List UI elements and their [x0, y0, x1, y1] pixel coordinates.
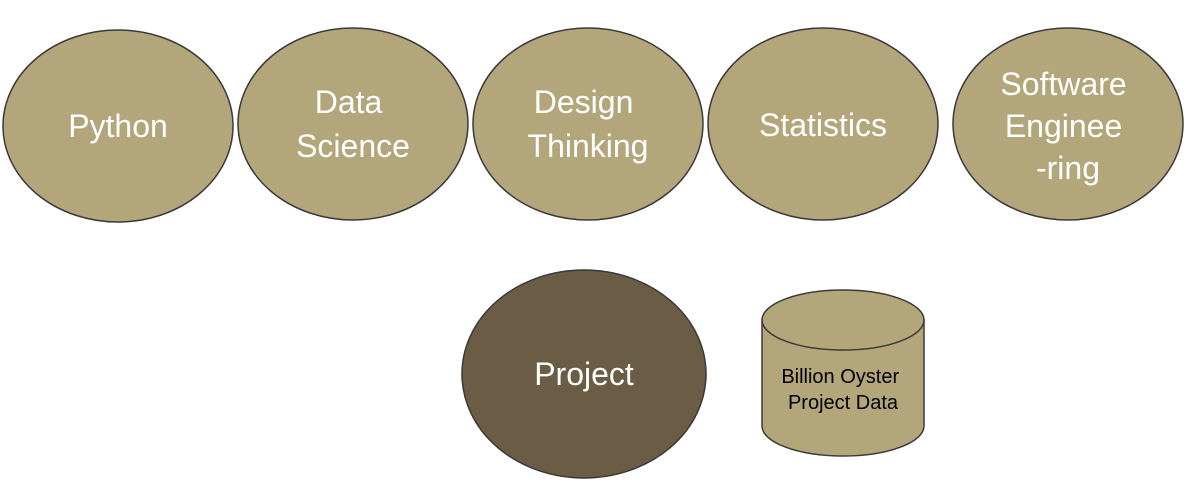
skill-bubble-data-science: Data Science: [237, 27, 469, 221]
skill-ellipse: [707, 27, 939, 221]
skill-label-line: Science: [296, 128, 410, 164]
svg-text:Python: Python: [68, 108, 168, 144]
database-label-line: Billion Oyster: [781, 366, 899, 388]
skill-label-line: Design: [534, 84, 634, 120]
svg-text:Design Thinking: Design Thinking: [528, 84, 649, 164]
skill-ellipse: [237, 27, 469, 221]
project-bubble: Project: [461, 269, 707, 479]
skill-ellipse: [2, 29, 234, 223]
skill-label-line: Statistics: [759, 107, 887, 143]
skill-ellipse: [952, 27, 1184, 221]
project-label: Project: [534, 356, 634, 392]
database-cylinder: Billion Oyster Project Data: [761, 289, 925, 457]
svg-text:Software Enginee -: Software Enginee -ring: [1000, 66, 1135, 186]
database-label-line: Project Data: [788, 392, 899, 414]
database-body: [761, 319, 925, 457]
skill-bubble-statistics: Statistics: [707, 27, 939, 221]
skill-bubble-design-thinking: Design Thinking: [472, 27, 704, 221]
svg-text:Billion Oyster Project D: Billion Oyster Project Data: [781, 366, 904, 414]
skill-ellipse: [472, 27, 704, 221]
skill-label-line: Data: [315, 84, 383, 120]
svg-text:Project: Project: [534, 356, 634, 392]
database-top: [761, 289, 925, 351]
skill-bubble-python: Python: [2, 29, 234, 223]
skill-label-line: Software: [1000, 66, 1126, 102]
skill-bubble-software-engineering: Software Enginee -ring: [952, 27, 1184, 221]
skill-label-line: Thinking: [528, 128, 649, 164]
svg-text:Statistics: Statistics: [759, 107, 887, 143]
skill-label-line: Python: [68, 108, 168, 144]
svg-text:Data Science: Data Science: [296, 84, 410, 164]
skill-label-line: Enginee: [1005, 108, 1122, 144]
skill-label-line: -ring: [1036, 150, 1100, 186]
project-ellipse: [461, 269, 707, 479]
